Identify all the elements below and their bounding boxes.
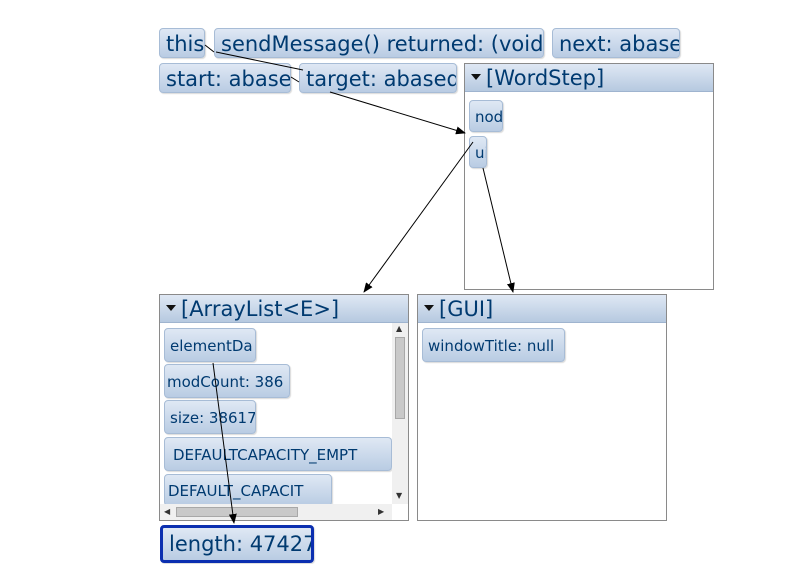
edge-target-to-nod bbox=[329, 91, 466, 135]
wordstep-field-ui[interactable]: ui bbox=[469, 136, 487, 168]
collapse-triangle-icon[interactable] bbox=[166, 305, 176, 311]
collapse-triangle-icon[interactable] bbox=[471, 74, 481, 80]
edge-elementdata-to-length bbox=[212, 362, 237, 524]
arraylist-panel[interactable]: [ArrayList<E>] elementDa modCount: 386 s… bbox=[159, 294, 409, 521]
start-node[interactable]: start: abase bbox=[159, 63, 291, 93]
gui-panel[interactable]: [GUI] windowTitle: null bbox=[417, 294, 667, 521]
wordstep-header[interactable]: [WordStep] bbox=[465, 64, 713, 92]
edge-ui-to-gui bbox=[482, 167, 515, 293]
scrollbar-thumb[interactable] bbox=[395, 337, 405, 419]
scroll-right-arrow-icon[interactable]: ▶ bbox=[378, 507, 385, 516]
scroll-left-arrow-icon[interactable]: ◀ bbox=[164, 507, 171, 516]
this-node[interactable]: this bbox=[159, 28, 205, 58]
collapse-triangle-icon[interactable] bbox=[424, 305, 434, 311]
wordstep-field-nod[interactable]: nod bbox=[469, 100, 503, 132]
arraylist-header[interactable]: [ArrayList<E>] bbox=[160, 295, 408, 323]
next-node[interactable]: next: abase bbox=[552, 28, 680, 58]
gui-header[interactable]: [GUI] bbox=[418, 295, 666, 323]
scrollbar-thumb[interactable] bbox=[176, 507, 298, 517]
vertical-scrollbar[interactable]: ▲ ▼ bbox=[392, 323, 408, 504]
target-node[interactable]: target: abased bbox=[299, 63, 457, 93]
arraylist-field-defaultcapacity-empty[interactable]: DEFAULTCAPACITY_EMPT bbox=[164, 437, 392, 471]
wordstep-panel[interactable]: [WordStep] nod ui bbox=[464, 63, 714, 290]
arraylist-field-size[interactable]: size: 38617 bbox=[164, 400, 256, 434]
gui-field-windowtitle[interactable]: windowTitle: null bbox=[422, 328, 565, 362]
arraylist-title: [ArrayList<E>] bbox=[181, 297, 340, 321]
arraylist-field-elementdata[interactable]: elementDa bbox=[164, 328, 256, 362]
horizontal-scrollbar[interactable]: ◀ ▶ bbox=[160, 504, 392, 520]
edge-start-to-target bbox=[290, 76, 300, 83]
gui-title: [GUI] bbox=[439, 297, 494, 321]
scroll-up-arrow-icon[interactable]: ▲ bbox=[396, 324, 403, 333]
arraylist-field-modcount[interactable]: modCount: 386 bbox=[164, 364, 290, 398]
edge-ui-to-arraylist bbox=[363, 141, 474, 293]
edge-send-message-to-target bbox=[215, 51, 304, 71]
scroll-down-arrow-icon[interactable]: ▼ bbox=[396, 491, 403, 500]
arraylist-field-default-capacity[interactable]: DEFAULT_CAPACIT bbox=[164, 474, 332, 506]
send-message-node[interactable]: sendMessage() returned: (void) bbox=[214, 28, 544, 58]
length-node[interactable]: length: 47427 bbox=[160, 525, 314, 563]
edge-this-to-send-message bbox=[204, 44, 215, 53]
wordstep-title: [WordStep] bbox=[486, 66, 605, 90]
